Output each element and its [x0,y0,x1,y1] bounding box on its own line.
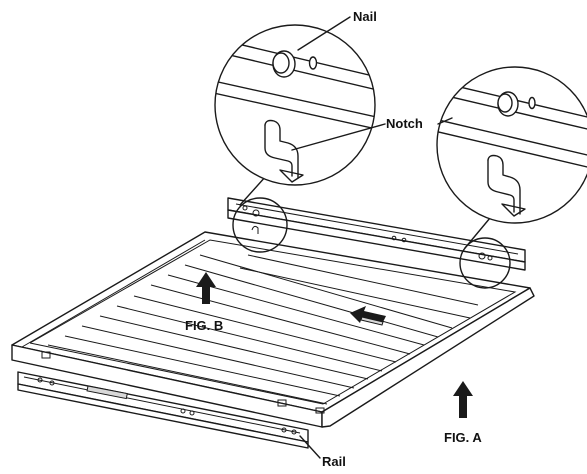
fig-b-label: FIG. B [185,318,223,333]
notch-icon-right [487,154,526,217]
detail-circle-left-small [232,197,288,253]
notch-label: Notch [386,116,423,131]
nail-label: Nail [353,9,377,24]
magnified-view-right [436,66,587,224]
shelf-frame [11,231,535,428]
leader-line-right [464,217,491,249]
magnified-view-left [214,24,376,186]
fig-b-up-arrow-icon [196,272,216,304]
back-rail [227,197,526,271]
fig-a-up-arrow-icon [453,381,473,418]
front-edge-details [41,351,325,414]
rail-label: Rail [322,454,346,469]
nail-icon-right [497,91,536,117]
notch-leader-line-left [291,123,386,151]
detail-circle-right-small [459,237,511,289]
notch-leader-line-right [437,117,453,125]
nail-icon [272,50,318,78]
front-rail [17,371,309,449]
fig-a-label: FIG. A [444,430,482,445]
rail-leader-line [299,435,321,459]
nail-leader-line [297,16,351,51]
left-arrow-icon [350,306,386,326]
